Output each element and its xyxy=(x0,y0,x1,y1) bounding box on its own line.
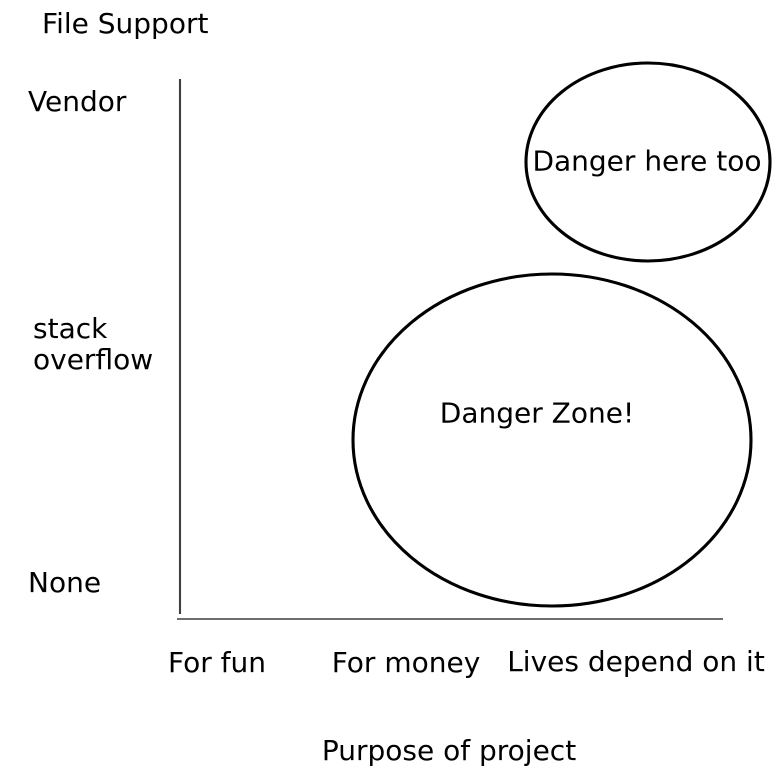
y-axis-title: File Support xyxy=(42,7,209,40)
y-tick-vendor: Vendor xyxy=(28,85,127,118)
x-tick-lives-depend-on-it: Lives depend on it xyxy=(507,645,765,678)
x-tick-for-money: For money xyxy=(331,646,481,679)
danger-here-too-ellipse xyxy=(524,61,772,263)
y-tick-none: None xyxy=(28,566,102,599)
x-tick-for-fun: For fun xyxy=(168,646,266,679)
x-axis-title: Purpose of project xyxy=(321,734,577,767)
danger-zone-label: Danger Zone! xyxy=(439,396,635,430)
danger-zone-ellipse xyxy=(351,272,753,608)
y-tick-stack-overflow: stack overflow xyxy=(33,312,154,377)
danger-here-too-label: Danger here too xyxy=(532,144,762,178)
